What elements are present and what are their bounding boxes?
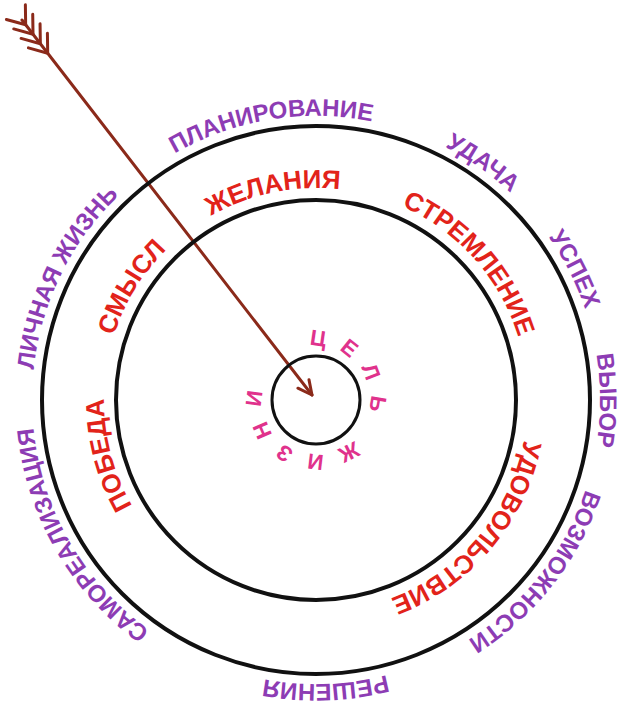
- arrow-feather: [14, 14, 33, 34]
- ring-word: СТРЕМЛЕНИЕ: [399, 184, 541, 339]
- ring-word-path: ЛИЧНАЯ ЖИЗНЬ: [12, 180, 123, 371]
- ring-word-path: СМЫСЛ: [91, 233, 171, 338]
- ring-word-path: ПЛАНИРОВАНИЕ: [164, 94, 376, 158]
- ring-word-path: УДАЧА: [443, 127, 526, 196]
- ring-word: УДАЧА: [443, 127, 526, 196]
- ring-word: ПЛАНИРОВАНИЕ: [164, 94, 376, 158]
- ring-outline-svg: СМЫСЛ ЖЕЛАНИЯ СТРЕМЛЕНИЕ УДОВОЛЬСТВИЕ ПОБЕДА: [76, 160, 556, 640]
- target-ring: СМЫСЛ ЖЕЛАНИЯ СТРЕМЛЕНИЕ УДОВОЛЬСТВИЕ ПОБЕДА…: [76, 160, 556, 640]
- ring-word-path: УДОВОЛЬСТВИЕ: [388, 439, 548, 621]
- ring-word: САМОРЕАЛИЗАЦИЯ: [11, 427, 152, 648]
- target-ring: ЛИЧНАЯ ЖИЗНЬ ПЛАНИРОВАНИЕ УДАЧА УСПЕХ ВЫБОР В…: [6, 90, 626, 710]
- ring-word: ПОБЕДА: [80, 398, 138, 517]
- ring-word-path: РЕШЕНИЯ: [260, 670, 391, 706]
- ring-word: ЛИЧНАЯ ЖИЗНЬ: [12, 180, 123, 371]
- arrow-feather: [28, 33, 47, 53]
- ring-word-path: УСПЕХ: [544, 224, 606, 311]
- ring-word: УДОВОЛЬСТВИЕ: [388, 439, 548, 621]
- ring-word-path: СТРЕМЛЕНИЕ: [399, 184, 541, 339]
- ring-word: РЕШЕНИЯ: [260, 670, 391, 706]
- ring-outline: [272, 356, 360, 444]
- ring-outline-svg: ЦЕЛЬ ЖИЗНИ: [236, 320, 396, 480]
- ring-word: ЦЕЛЬ ЖИЗНИ: [241, 325, 392, 476]
- arrow-head: [298, 380, 312, 395]
- ring-word: ВОЗМОЖНОСТИ: [465, 488, 607, 659]
- ring-word-path: САМОРЕАЛИЗАЦИЯ: [11, 427, 152, 648]
- ring-word-path: ВОЗМОЖНОСТИ: [465, 488, 607, 659]
- arrow-feather: [21, 24, 40, 44]
- ring-word: ЖЕЛАНИЯ: [199, 164, 342, 222]
- arrow-feather: [6, 5, 25, 25]
- ring-word: ВЫБОР: [591, 351, 622, 449]
- ring-word-path: ПОБЕДА: [80, 398, 138, 517]
- ring-word-path: ВЫБОР: [591, 351, 622, 449]
- ring-word: СМЫСЛ: [91, 233, 171, 338]
- ring-outline: [42, 126, 590, 674]
- ring-word-path: ЖЕЛАНИЯ: [199, 164, 342, 222]
- ring-word-path: ЦЕЛЬ ЖИЗНИ: [241, 325, 392, 476]
- target-ring: ЦЕЛЬ ЖИЗНИ: [236, 320, 396, 480]
- ring-outline: [116, 200, 516, 600]
- ring-word: УСПЕХ: [544, 224, 606, 311]
